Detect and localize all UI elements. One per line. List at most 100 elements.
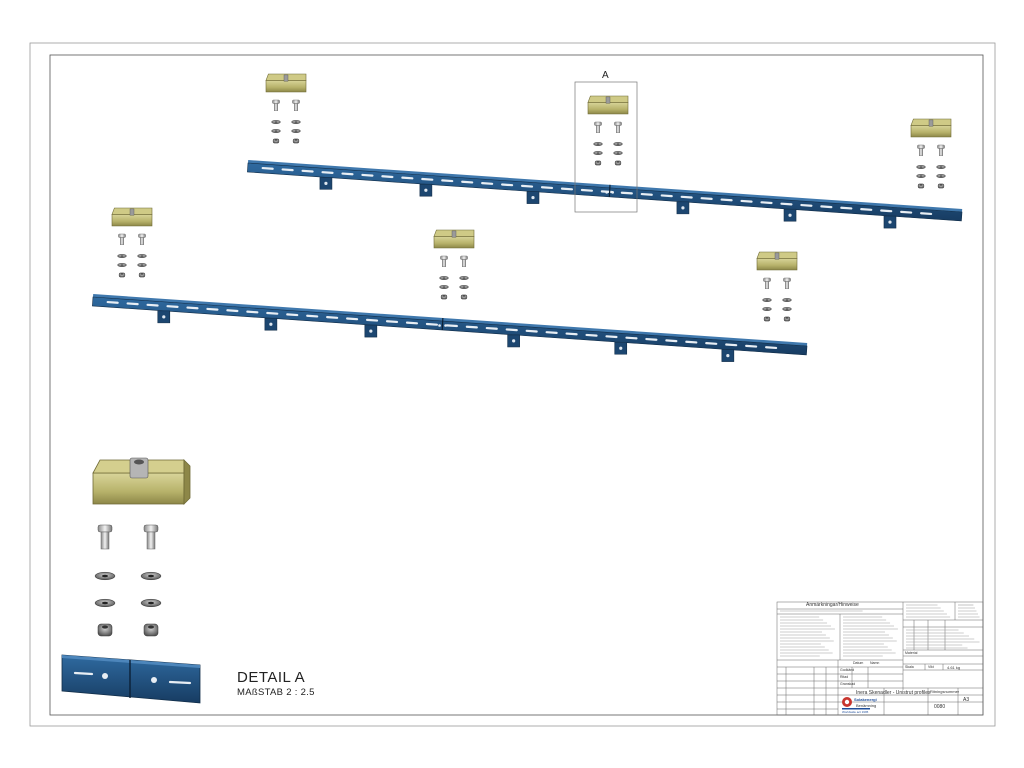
nut <box>763 316 771 322</box>
rail-slot <box>620 191 633 195</box>
label-name: Namn <box>870 661 880 665</box>
rail-slot <box>206 307 219 311</box>
rail-slot <box>700 197 713 200</box>
washer-hole <box>294 130 298 132</box>
nut <box>917 183 925 189</box>
rail-slot <box>306 314 319 318</box>
bolt-shank <box>596 125 600 133</box>
bolt-shank <box>294 103 298 111</box>
bracket-assembly <box>433 229 475 300</box>
bolt-head <box>783 277 791 282</box>
detail-washer-hole <box>148 601 154 605</box>
rail-slot <box>520 184 534 188</box>
rail-slot <box>361 173 374 177</box>
washer-hole <box>939 166 943 168</box>
rail-slot <box>445 324 458 328</box>
rail-slot <box>401 176 414 180</box>
bracket-nut-insert <box>451 230 457 238</box>
drawing-title: Inera Skenadler - Unistrut profiles <box>856 690 931 696</box>
rail-slot <box>365 318 379 322</box>
rail-slot <box>106 300 119 304</box>
rail-slot <box>146 303 159 307</box>
rail-slot <box>525 329 538 333</box>
nut-hole <box>939 184 943 186</box>
part-weight: 4.61 kg <box>947 665 961 670</box>
rail-slot <box>341 172 354 176</box>
nut-hole <box>462 295 466 297</box>
rail-slot <box>920 212 933 216</box>
rail-slot <box>665 339 678 343</box>
rail-slot <box>381 175 394 179</box>
rail-slot <box>900 210 913 214</box>
bolt-head <box>118 233 126 238</box>
detail-a-view <box>61 457 201 704</box>
washer-hole <box>919 166 923 168</box>
detail-nut <box>97 623 113 637</box>
company-tagline: Worldwide act 1995 <box>842 710 869 714</box>
rail-slot <box>385 320 399 324</box>
washer-hole <box>785 299 789 301</box>
bolt-head <box>594 121 602 126</box>
washer-hole <box>442 286 446 288</box>
bolt-shank <box>785 281 789 289</box>
washer-hole <box>616 143 620 145</box>
bolt-shank <box>939 148 943 156</box>
rail-slot <box>560 187 574 191</box>
rail-slot <box>501 183 514 187</box>
washer-hole <box>294 121 298 123</box>
rail-slot <box>465 325 478 329</box>
rail-slot <box>800 203 813 207</box>
rail-slot <box>660 194 673 198</box>
rail-joint-hole <box>605 191 608 194</box>
company-name: Solakenergi <box>854 697 877 702</box>
rail-tab-hole <box>424 188 428 192</box>
rail-slot <box>261 166 274 170</box>
rail-tab-hole <box>369 329 373 333</box>
bracket-face <box>265 80 307 93</box>
bolt-shank <box>616 125 620 133</box>
bolt-shank <box>120 237 124 245</box>
rail-slot <box>461 180 474 184</box>
nut-hole <box>442 295 446 297</box>
label-date: Datum <box>853 661 864 665</box>
rail-slot <box>705 342 718 345</box>
washer-hole <box>919 175 923 177</box>
detail-title: DETAIL A <box>237 669 306 686</box>
inner-frame <box>49 54 984 716</box>
bracket-assembly <box>265 73 307 144</box>
bracket-nut-insert <box>283 74 289 82</box>
washer-hole <box>596 152 600 154</box>
washer-hole <box>140 255 144 257</box>
rail-slot <box>246 310 259 314</box>
washer-hole <box>939 175 943 177</box>
rail-slot <box>540 186 554 190</box>
detail-washer-hole <box>148 574 154 578</box>
label-checked: Granskad <box>840 682 856 686</box>
rail-slot <box>421 177 434 181</box>
bracket-assembly <box>587 95 629 166</box>
rail-slot <box>680 195 693 199</box>
label-weight: Vikt <box>928 665 934 669</box>
bolt-shank <box>274 103 278 111</box>
label-designed: Ritad <box>840 675 849 679</box>
bracket-face <box>587 102 629 115</box>
rail-slot <box>605 335 618 339</box>
rail-tab-hole <box>726 353 730 358</box>
detail-bolt-shank <box>146 531 156 550</box>
rail-slot <box>565 332 578 336</box>
rail-tab-hole <box>269 322 273 326</box>
rail-slot <box>880 209 893 213</box>
outer-frame <box>29 42 996 727</box>
notes-heading: Anmärkningar/Hinweise <box>806 602 859 608</box>
rail-slot <box>326 316 339 319</box>
rail-slot <box>645 337 658 341</box>
bolt-shank <box>140 237 144 245</box>
washer-hole <box>616 152 620 154</box>
nut <box>272 138 280 144</box>
detail-rail-slot <box>168 680 192 685</box>
rail-slot <box>425 322 439 326</box>
nut <box>937 183 945 189</box>
detail-bolt-shank <box>100 531 110 550</box>
nut-hole <box>120 273 124 275</box>
